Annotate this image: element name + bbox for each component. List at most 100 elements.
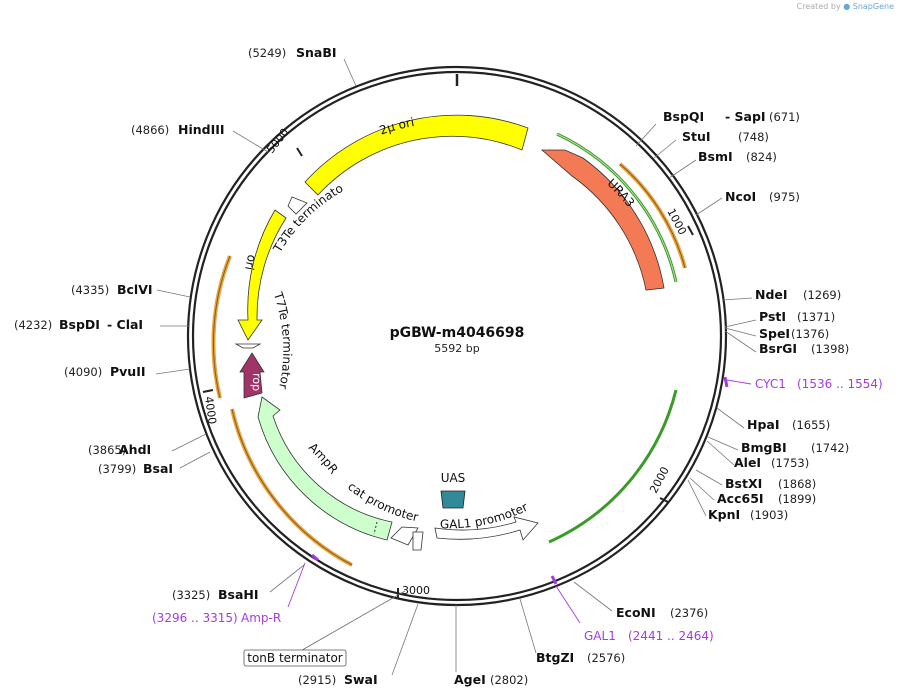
site-swai[interactable]: SwaI(2915) bbox=[298, 603, 419, 687]
feature-ura3[interactable] bbox=[540, 149, 665, 291]
site-bsmi[interactable]: BsmI(824) bbox=[668, 149, 777, 179]
site-leader-line bbox=[707, 436, 739, 451]
site-snabi[interactable]: SnaBI(5249) bbox=[248, 45, 357, 87]
site-name: BtgZI bbox=[536, 650, 574, 665]
ura3-match-arc-glow bbox=[556, 133, 677, 283]
site-name: BclVI bbox=[117, 282, 153, 297]
site-position: (1269) bbox=[803, 288, 841, 302]
site-ndei[interactable]: NdeI (1269) bbox=[722, 287, 841, 302]
site-leader-line bbox=[519, 598, 537, 654]
site-bspqi[interactable]: BspQI- SapI(671) bbox=[635, 109, 800, 147]
site-name: AgeI bbox=[454, 672, 486, 687]
credit-prefix: Created by bbox=[796, 2, 841, 11]
site-bsrgi[interactable]: BsrGI(1398) bbox=[724, 330, 849, 356]
primer-gal1[interactable]: GAL1(2441 .. 2464) bbox=[550, 575, 714, 643]
site-position: (1903) bbox=[750, 508, 788, 522]
site-leader-line bbox=[724, 327, 757, 337]
site-leader-line bbox=[635, 123, 657, 147]
site-bsai[interactable]: BsaI(3799) bbox=[98, 451, 211, 476]
site-leader-line bbox=[668, 159, 697, 179]
feature-cat-promoter[interactable] bbox=[390, 526, 419, 546]
tick-label: 3000 bbox=[402, 584, 430, 597]
primer-range: (2441 .. 2464) bbox=[628, 629, 714, 643]
site-name: PstI bbox=[759, 309, 786, 324]
site-name: StuI bbox=[682, 129, 711, 144]
site-name: NdeI bbox=[755, 287, 788, 302]
site-btgzi[interactable]: BtgZI (2576) bbox=[519, 598, 625, 665]
site-hpai[interactable]: HpaI(1655) bbox=[716, 407, 830, 432]
site-position: (1655) bbox=[792, 418, 830, 432]
site-hindiii[interactable]: HindIII(4866) bbox=[131, 122, 269, 153]
feature-ori[interactable] bbox=[237, 209, 287, 341]
site-position: (4232) bbox=[14, 318, 52, 332]
site-spei[interactable]: SpeI(1376) bbox=[724, 326, 829, 341]
site-psti[interactable]: PstI (1371) bbox=[724, 309, 835, 328]
gal-match-arc bbox=[548, 389, 678, 544]
site-leader-line bbox=[695, 469, 723, 486]
primer-name: Amp-R bbox=[241, 611, 281, 625]
site-position: (4335) bbox=[71, 283, 109, 297]
site-name: AhdI bbox=[119, 442, 151, 457]
site-bclvi[interactable]: BclVI (4335) bbox=[71, 282, 191, 298]
site-alei[interactable]: AleI (1753) bbox=[706, 440, 809, 470]
tonb-leader bbox=[296, 590, 406, 654]
site-bspdi[interactable]: BspDI- ClaI(4232) bbox=[14, 317, 190, 332]
site-bmgbi[interactable]: BmgBI(1742) bbox=[707, 436, 849, 455]
feature-gal1-promoter[interactable] bbox=[434, 516, 539, 541]
site-name: PvuII bbox=[110, 364, 146, 379]
tick-mark bbox=[296, 147, 303, 157]
site-leader-line bbox=[156, 289, 191, 298]
site-position: (748) bbox=[738, 130, 769, 144]
site-position: (3799) bbox=[98, 462, 136, 476]
tick-label: 5000 bbox=[264, 126, 291, 156]
site-econi[interactable]: EcoNI(2376) bbox=[573, 581, 708, 620]
tick-mark bbox=[202, 389, 214, 393]
feature-2mu-ori[interactable] bbox=[304, 114, 529, 196]
site-position: (2576) bbox=[587, 651, 625, 665]
feature-t3te-terminator[interactable] bbox=[287, 196, 308, 215]
site-position: (1753) bbox=[771, 456, 809, 470]
site-leader-line bbox=[269, 564, 305, 593]
tick-label: 4000 bbox=[202, 396, 219, 426]
site-position: (1371) bbox=[797, 310, 835, 324]
primer-name: CYC1 bbox=[755, 377, 786, 391]
svg-text:T7Te terminator: T7Te terminator bbox=[271, 290, 295, 391]
site-name: AleI bbox=[734, 455, 761, 470]
site-name: Acc65I bbox=[717, 491, 764, 506]
svg-text:AmpR: AmpR bbox=[306, 440, 341, 476]
site-name: KpnI bbox=[708, 507, 740, 522]
site-name: BmgBI bbox=[741, 440, 787, 455]
feature-ampr[interactable] bbox=[257, 396, 393, 541]
site-bstxi[interactable]: BstXI(1868) bbox=[695, 469, 816, 491]
site-leader-line bbox=[689, 477, 715, 501]
site-position: (824) bbox=[746, 150, 777, 164]
feature-rop[interactable] bbox=[239, 352, 265, 399]
site-kpni[interactable]: KpnI (1903) bbox=[687, 479, 788, 522]
tonb-terminator-box[interactable] bbox=[243, 649, 347, 667]
primer-marker bbox=[723, 376, 729, 388]
primer-amp-r[interactable]: Amp-R(3296 .. 3315) bbox=[152, 553, 319, 625]
site-stui[interactable]: StuI (748) bbox=[653, 129, 769, 159]
site-position: (2915) bbox=[298, 673, 336, 687]
tick-label: 2000 bbox=[647, 465, 672, 496]
site-agei[interactable]: AgeI(2802) bbox=[454, 605, 528, 687]
feature-t7te-terminator[interactable] bbox=[234, 343, 262, 349]
feature-uas[interactable] bbox=[440, 490, 466, 509]
feature-small-box bbox=[412, 531, 424, 551]
site-name: EcoNI bbox=[616, 605, 656, 620]
site-ncoi[interactable]: NcoI(975) bbox=[695, 189, 800, 216]
feature-label-ori: ori bbox=[242, 253, 259, 271]
site-leader-line bbox=[722, 297, 753, 301]
primer-marker bbox=[311, 553, 319, 562]
primer-cyc1[interactable]: CYC1(1536 .. 1554) bbox=[723, 376, 883, 391]
snapgene-credit: Created by ● SnapGene bbox=[797, 2, 894, 11]
restriction-sites: SnaBI(5249) BspQI- SapI(671)StuI (748) BsmI… bbox=[14, 45, 849, 687]
site-acc65i[interactable]: Acc65I(1899) bbox=[689, 477, 816, 506]
site-bsahi[interactable]: BsaHI(3325) bbox=[172, 564, 305, 602]
site-position: (1398) bbox=[811, 342, 849, 356]
site-pvuii[interactable]: PvuII(4090) bbox=[64, 364, 191, 379]
site-ahdi[interactable]: AhdI(3865) bbox=[88, 433, 207, 457]
snapgene-logo-icon: ● bbox=[843, 2, 851, 11]
site-leader-line bbox=[179, 451, 211, 469]
